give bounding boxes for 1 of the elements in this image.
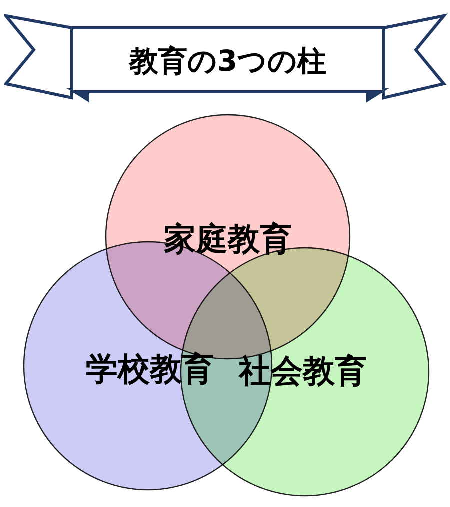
banner-title: 教育の3つの柱 (129, 43, 327, 80)
